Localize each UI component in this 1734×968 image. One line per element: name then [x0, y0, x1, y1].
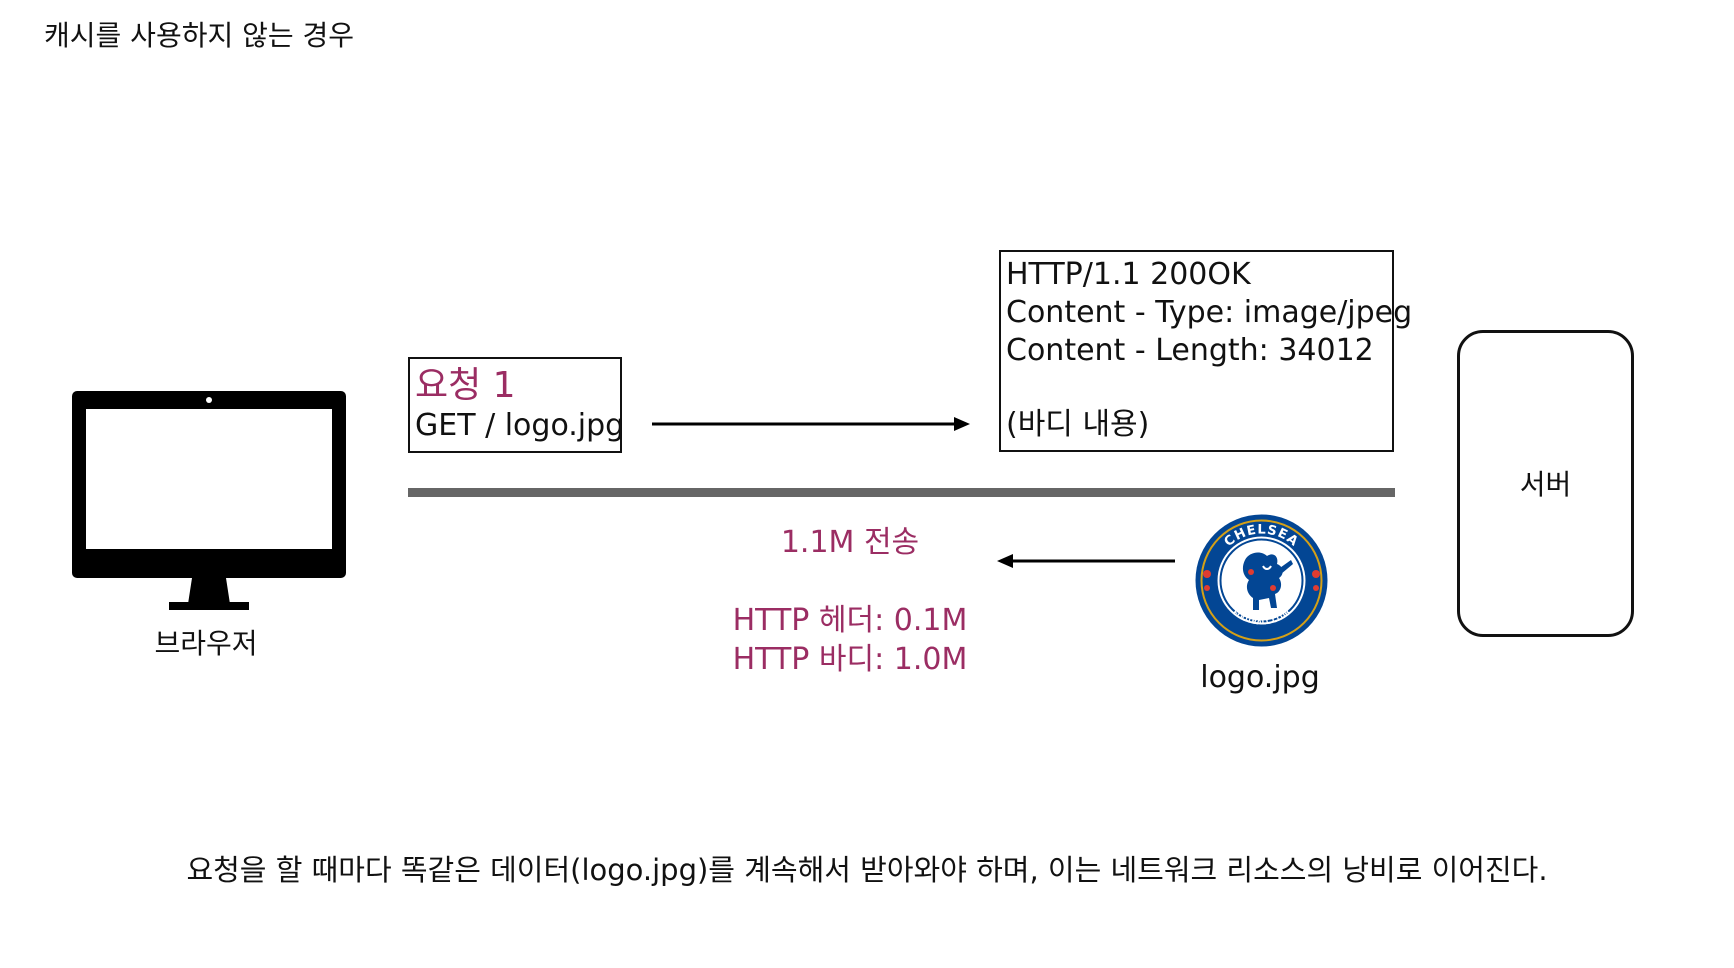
- server-label: 서버: [1519, 468, 1572, 501]
- response-box: HTTP/1.1 200OK Content - Type: image/jpe…: [999, 250, 1413, 452]
- footer-note: 요청을 할 때마다 똑같은 데이터(logo.jpg)를 계속해서 받아와야 하…: [186, 853, 1548, 887]
- server-box: 서버: [1457, 330, 1634, 637]
- transfer-header-size: HTTP 헤더: 0.1M: [732, 603, 968, 638]
- transfer-body-size: HTTP 바디: 1.0M: [732, 642, 968, 677]
- chelsea-crest-icon: CHELSEA FOOTBALL CLUB: [1195, 514, 1328, 647]
- response-content-length: Content - Length: 34012: [1006, 333, 1374, 368]
- logo-file-label: logo.jpg: [1200, 660, 1320, 695]
- divider-line: [408, 488, 1395, 497]
- request-arrow: [652, 417, 970, 431]
- page-title: 캐시를 사용하지 않는 경우: [44, 19, 355, 52]
- response-content-type: Content - Type: image/jpeg: [1006, 295, 1413, 330]
- response-blank-line: [1006, 370, 1387, 406]
- transfer-total: 1.1M 전송: [780, 525, 920, 560]
- request-line: GET / logo.jpg: [415, 408, 625, 443]
- monitor-icon: [72, 391, 346, 610]
- browser-label: 브라우저: [154, 627, 258, 660]
- response-body: (바디 내용): [1006, 407, 1150, 442]
- request-title: 요청 1: [415, 365, 516, 406]
- response-arrow: [997, 554, 1175, 568]
- request-box: 요청 1 GET / logo.jpg: [408, 357, 625, 453]
- response-status-line: HTTP/1.1 200OK: [1006, 257, 1251, 292]
